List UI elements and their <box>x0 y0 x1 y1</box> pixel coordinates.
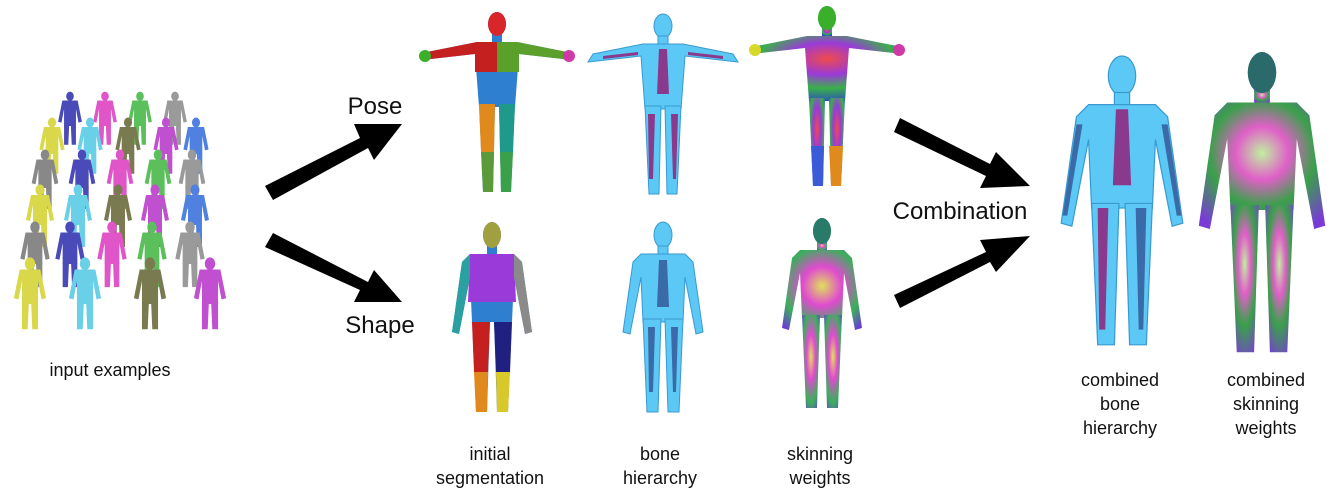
arrow-from-shape <box>894 236 1030 308</box>
label-initial-segmentation: initial segmentation <box>420 442 560 490</box>
combined-bone-hierarchy-figure <box>1061 56 1183 345</box>
arrow-from-pose <box>894 118 1030 188</box>
combined-skinning-weights-figure <box>1199 52 1325 352</box>
label-skinning-weights: skinning weights <box>760 442 880 490</box>
shape-bone-hierarchy-figure <box>623 222 703 412</box>
input-example-figure <box>134 257 166 329</box>
label-bone-hierarchy: bone hierarchy <box>600 442 720 490</box>
shape-skinning-weights-figure <box>782 218 862 408</box>
arrow-to-pose <box>265 124 402 200</box>
pose-initial-segmentation-figure <box>419 12 575 192</box>
label-input-examples: input examples <box>20 358 200 382</box>
label-combined-skinning-weights: combined skinning weights <box>1206 368 1326 440</box>
input-examples-figures <box>14 92 226 330</box>
arrow-to-shape <box>265 233 402 302</box>
pose-bone-hierarchy-figure <box>588 14 738 194</box>
pose-skinning-weights-figure <box>749 6 905 186</box>
label-combined-bone-hierarchy: combined bone hierarchy <box>1060 368 1180 440</box>
label-combination: Combination <box>880 198 1040 226</box>
label-shape: Shape <box>340 312 420 340</box>
label-pose: Pose <box>340 93 410 121</box>
shape-initial-segmentation-figure <box>452 222 532 412</box>
input-example-figure <box>194 257 226 329</box>
